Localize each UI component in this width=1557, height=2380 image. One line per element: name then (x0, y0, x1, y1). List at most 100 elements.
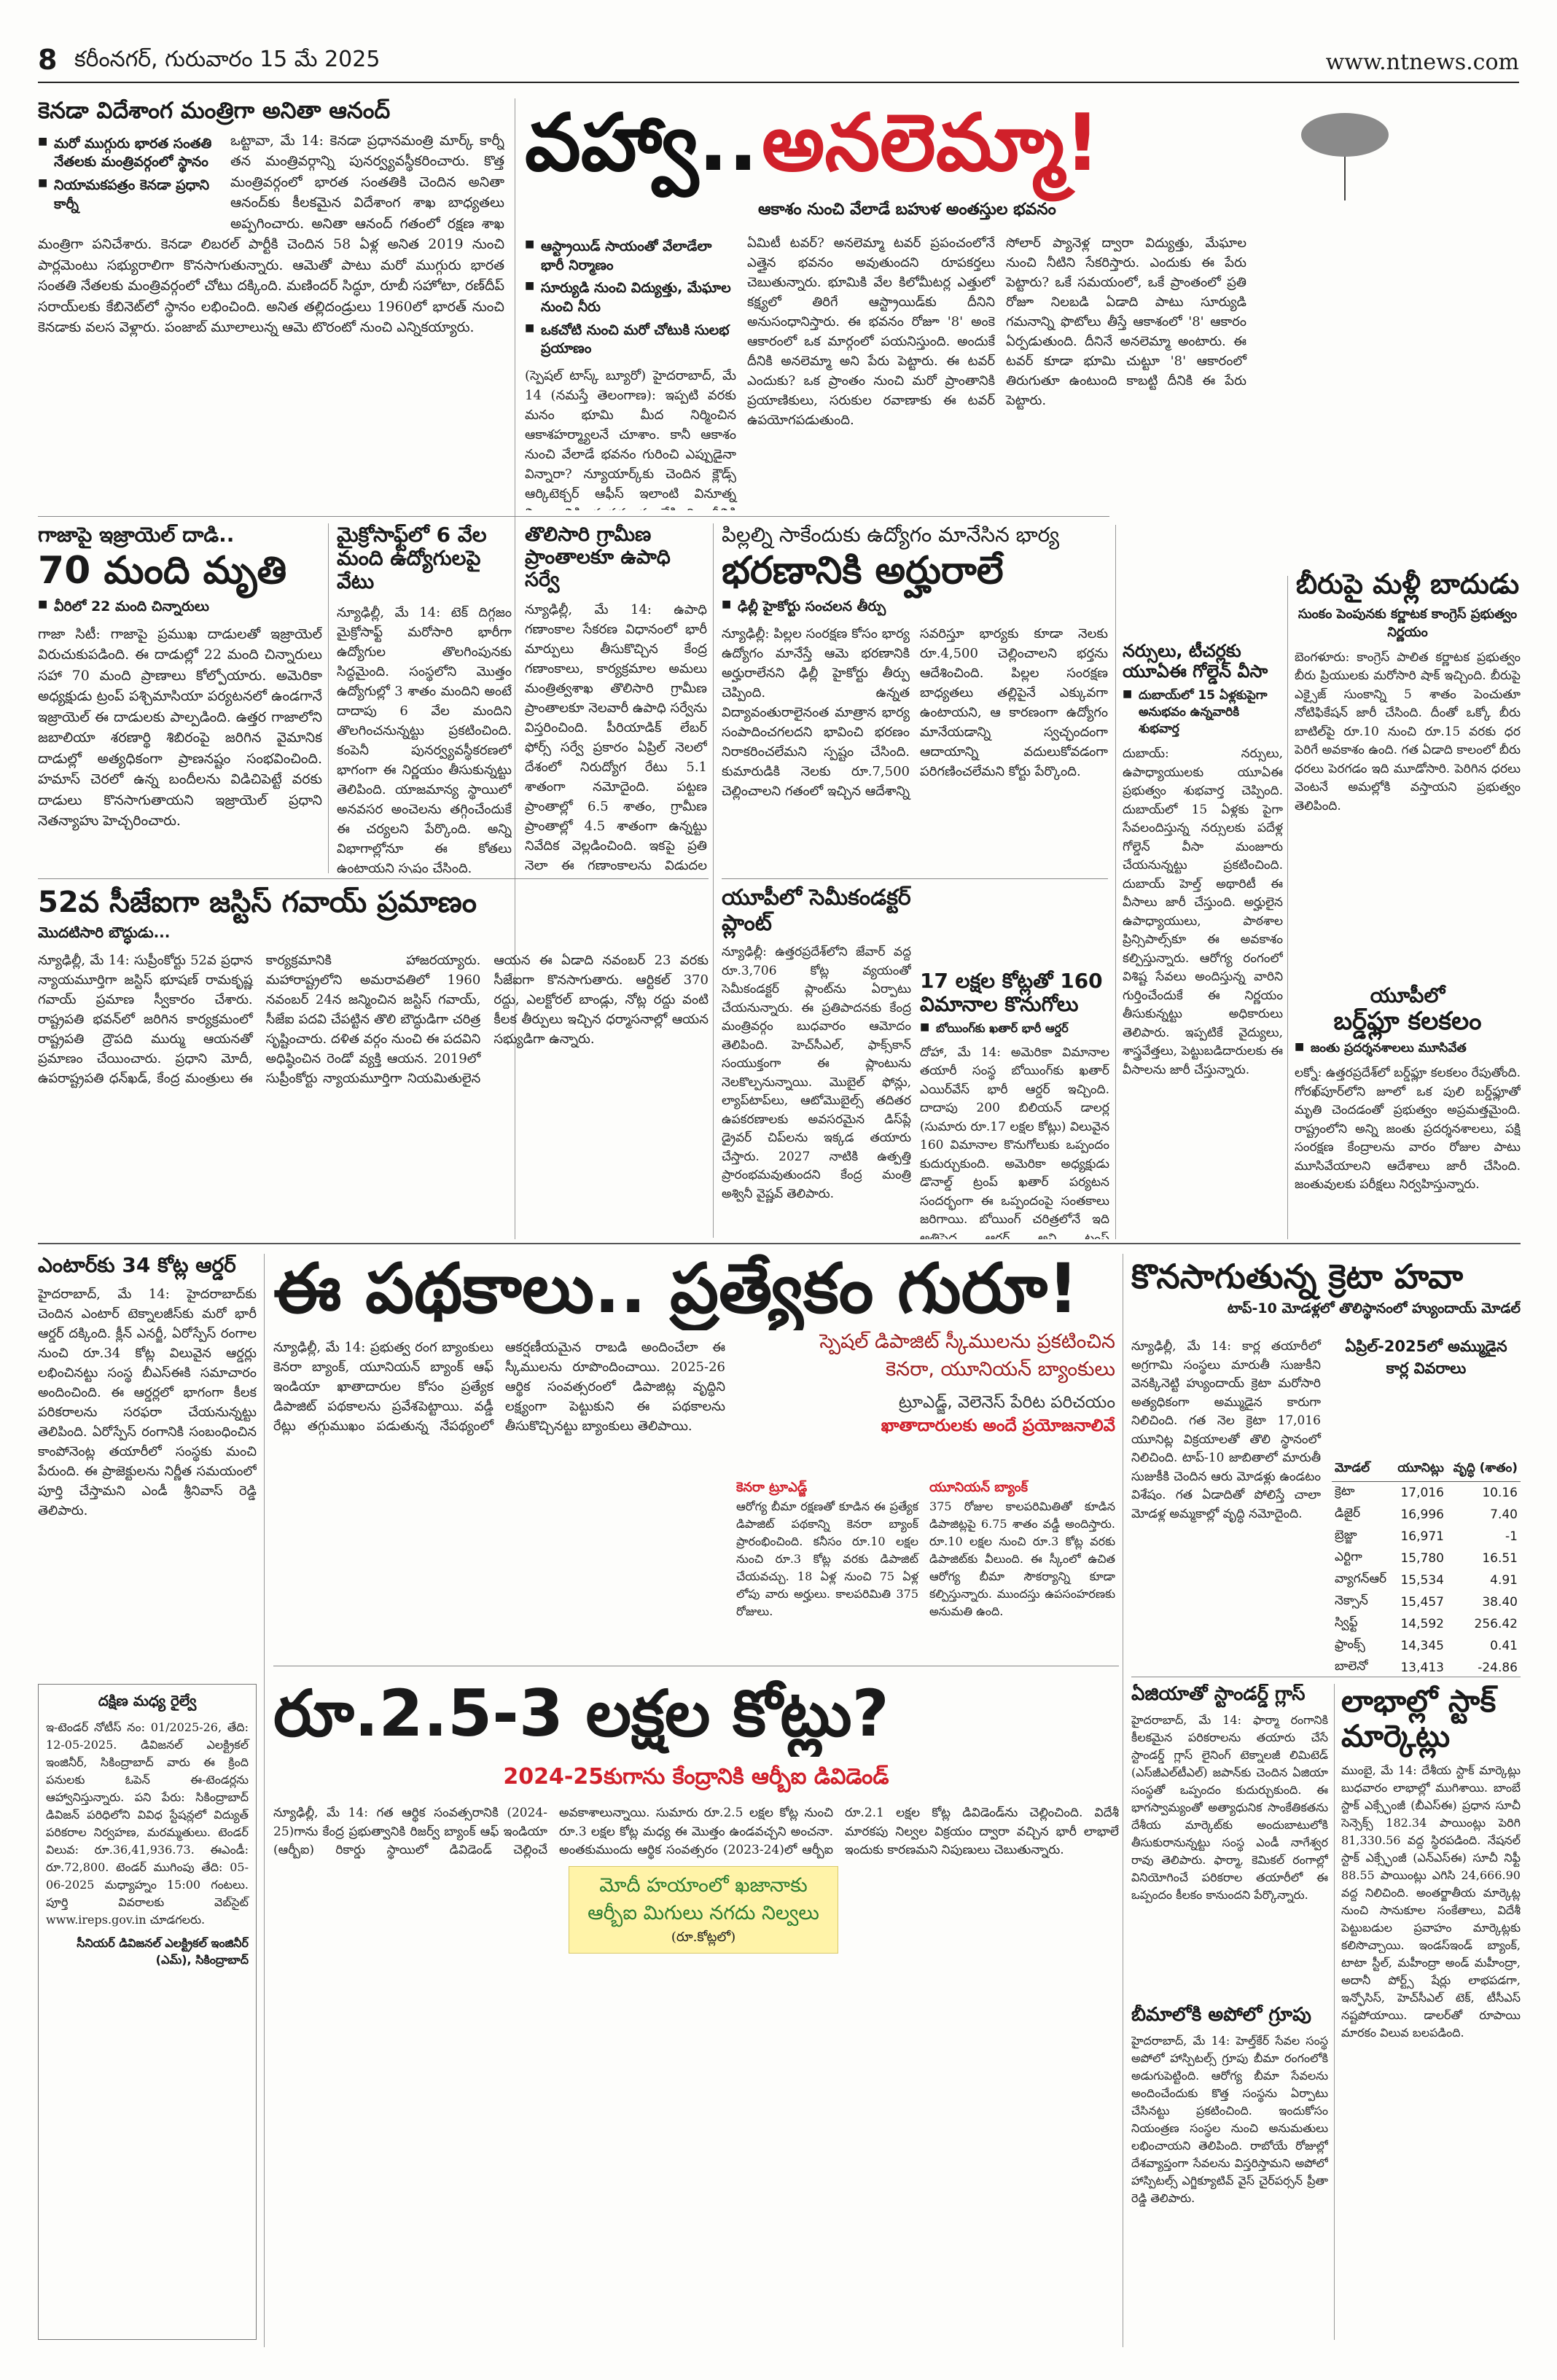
article-beer: బీరుపై మళ్లీ బాదుడు సుంకం పెంపునకు కర్ణా… (1295, 569, 1521, 977)
article-body: లక్నో: ఉత్తరప్రదేశ్‌లో బర్డ్‌ఫ్లూ కలకలం … (1295, 1066, 1521, 1193)
cell-growth: -1 (1505, 1529, 1518, 1544)
cell-growth: 256.42 (1474, 1617, 1518, 1631)
headline: 17 లక్షల కోట్లతో 160 విమానాల కొనుగోలు (920, 969, 1103, 1017)
anelemma-illustration (1104, 98, 1513, 200)
table-row: ఫ్రాంక్స్ 14,345 0.41 (1332, 1635, 1521, 1657)
col-header-model: మోడల్ (1332, 1458, 1392, 1482)
headline-big: 70 మంది మృతి (38, 549, 287, 593)
column-divider (1115, 525, 1116, 1239)
cell-growth: 16.51 (1482, 1551, 1518, 1566)
table-row: బ్రెజ్జా16,971-1 (1332, 1526, 1521, 1548)
page-header: 8 కరీంనగర్, గురువారం 15 మే 2025 www.ntne… (0, 0, 1557, 87)
article-body: ఒట్టావా, మే 14: కెనడా ప్రధానమంత్రి మార్క… (38, 132, 504, 336)
cell-units: 14,345 (1400, 1639, 1444, 1653)
cell-growth: 4.91 (1490, 1573, 1518, 1588)
article-boeing: 17 లక్షల కోట్లతో 160 విమానాల కొనుగోలు బో… (920, 969, 1109, 1239)
article-semicon: యూపీలో సెమీకండక్టర్ ప్లాంట్ న్యూఢిల్లీ: … (722, 886, 911, 1236)
bullet: ఆస్ట్రాయిడ్ సాయంతో వేలాడేలా భారీ నిర్మాణ… (525, 238, 736, 275)
cell-model: నెక్సాన్ (1335, 1593, 1368, 1608)
subhead-3: ఖాతాదారులకు అందే ప్రయోజనాలివే (881, 1416, 1115, 1435)
article-body: న్యూఢిల్లీ, మే 14: సుప్రీంకోర్టు 52వ ప్ర… (38, 953, 709, 1086)
cell-units: 15,534 (1400, 1573, 1444, 1588)
article-body-col2: ఏమిటీ టవర్? అనలెమ్మా టవర్ ప్రపంచంలోనే ఎత… (747, 235, 995, 428)
bullet: సూర్యుడి నుంచి విద్యుత్తు, మేఘాల నుంచి న… (525, 279, 736, 316)
column-divider (1334, 1684, 1335, 2340)
box-unit: (రూ.కోట్లలో) (671, 1930, 736, 1945)
headline: ఏజియాతో స్టాండర్డ్ గ్లాస్ (1131, 1684, 1306, 1705)
dividend-subhead-wrap: 2024-25కుగాను కేంద్రానికి ఆర్బీఐ డివిడెం… (273, 1764, 1119, 1796)
canara-kicker: కెనరా ట్రూఎడ్జ్ (736, 1480, 808, 1495)
union-kicker: యూనియన్ బ్యాంక్ (929, 1480, 1028, 1495)
cell-growth: 0.41 (1490, 1639, 1518, 1653)
article-body: హైదరాబాద్, మే 14: హైదరాబాద్‌కు చెందిన ఎం… (38, 1287, 257, 1519)
article-body: న్యూఢిల్లీ, మే 14: కార్ల తయారీలో అగ్రగామ… (1131, 1339, 1321, 1521)
asteroid-shape (1301, 113, 1389, 157)
bullet: జంతు ప్రదర్శనశాలలు మూసివేత (1295, 1040, 1521, 1057)
cell-model: ఫ్రాంక్స్ (1335, 1637, 1365, 1652)
headline: తొలిసారి గ్రామీణ ప్రాంతాలకూ ఉపాధి సర్వే (525, 523, 671, 592)
article-enter: ఎంటార్‌కు 34 కోట్ల ఆర్డర్ హైదరాబాద్, మే … (38, 1254, 257, 1677)
bullet: మరో ముగ్గురు భారత సంతతి నేతలకు మంత్రివర్… (38, 135, 220, 172)
article-birdflu: యూపీలో బర్డ్‌ఫ్లూ కలకలం జంతు ప్రదర్శనశాల… (1295, 984, 1521, 1239)
headline: ఈ పథకాలు.. ప్రత్యేకం గురూ! (273, 1250, 1079, 1329)
headline: కెనడా విదేశాంగ మంత్రిగా అనితా ఆనంద్ (38, 98, 391, 124)
schemes-details: కెనరా ట్రూఎడ్జ్ ఆరోగ్య బీమా రక్షణతో కూడి… (736, 1480, 1115, 1662)
subhead-2: ట్రూఎడ్జ్, వెలెనెస్ పేరిట పరిచయం (898, 1393, 1115, 1412)
section-divider (38, 516, 1109, 517)
table-title: ఏప్రిల్-2025లో అమ్ముడైన కార్ల వివరాలు (1345, 1338, 1507, 1377)
kicker: యూపీలో (1370, 984, 1445, 1007)
article-body: దుబాయ్: నర్సులు, ఉపాధ్యాయులకు యూఏఈ ప్రభు… (1123, 746, 1283, 1077)
cell-units: 16,971 (1400, 1529, 1444, 1544)
tender-body: ఇ-టెండర్ నోటీస్ నం: 01/2025-26, తేది: 12… (46, 1720, 249, 1927)
article-body: న్యూఢిల్లీ: పిల్లల సంరక్షణ కోసం భార్య ఉద… (722, 625, 1108, 799)
subhead-line1: స్పెషల్ డిపాజిట్ స్కీములను ప్రకటించిన (819, 1330, 1115, 1353)
article-gavai: 52వ సీజేఐగా జస్టిస్ గవాయ్ ప్రమాణం మొదటిస… (38, 886, 709, 1236)
article-employment-survey: తొలిసారి గ్రామీణ ప్రాంతాలకూ ఉపాధి సర్వే … (525, 523, 707, 873)
car-sales-table: మోడల్ యూనిట్లు వృద్ధి (శాతం) క్రెటా17,01… (1332, 1458, 1521, 1677)
article-markets: లాభాల్లో స్టాక్ మార్కెట్లు ముంబై, మే 14:… (1341, 1684, 1521, 2340)
article-anita-anand: కెనడా విదేశాంగ మంత్రిగా అనితా ఆనంద్ మరో … (38, 98, 504, 514)
headline: యూపీలో సెమీకండక్టర్ ప్లాంట్ (722, 886, 911, 936)
table-row: బాలెనో13,413-24.86 (1332, 1657, 1521, 1677)
cell-model: స్విఫ్ట్ (1335, 1615, 1358, 1630)
article-uae-visa: నర్సులు, టీచర్లకు యూఏఈ గోల్డెన్ వీసా దుబ… (1123, 641, 1283, 1239)
page-number: 8 (38, 44, 58, 76)
dividend-headline: రూ.2.5-3 లక్షల కోట్లు? (273, 1677, 1119, 1757)
cell-growth: 10.16 (1482, 1486, 1518, 1500)
headline: బర్డ్‌ఫ్లూ కలకలం (1333, 1007, 1482, 1037)
sales-table: మోడల్ యూనిట్లు వృద్ధి (శాతం) క్రెటా17,01… (1332, 1458, 1521, 1677)
headline: బీమాలోకి అపోలో గ్రూపు (1131, 2005, 1311, 2026)
article-body: న్యూఢిల్లీ: ఉత్తరప్రదేశ్‌లోని జేవార్ వద్… (722, 945, 911, 1201)
cell-units: 15,457 (1400, 1595, 1444, 1610)
article-body: దోహా, మే 14: అమెరికా విమానాల తయారీ సంస్థ… (920, 1045, 1109, 1239)
article-alimony: పిల్లల్ని సాకేందుకు ఉద్యోగం మానేసిన భార్… (722, 523, 1108, 873)
article-gaza: గాజాపై ఇజ్రాయెల్ దాడి.. 70 మంది మృతి వీర… (38, 523, 322, 873)
main-story-subhead: ఆకాశం నుంచి వేలాడే బహుళ అంతస్తుల భవనం (758, 200, 1056, 219)
article-body: గాజా సిటీ: గాజాపై ప్రముఖ దాడులతో ఇజ్రాయె… (38, 625, 322, 830)
cell-model: బాలెనో (1335, 1659, 1368, 1674)
article-body: న్యూఢిల్లీ, మే 14: ప్రభుత్వ రంగ బ్యాంకుల… (273, 1340, 725, 1434)
article-body: న్యూఢిల్లీ, మే 14: టెక్ దిగ్గజం మైక్రోసా… (337, 604, 512, 873)
col-header-units: యూనిట్లు (1392, 1458, 1447, 1482)
article-apollo: బీమాలోకి అపోలో గ్రూపు హైదరాబాద్, మే 14: … (1131, 2005, 1328, 2344)
article-microsoft: మైక్రోసాఫ్ట్‌లో 6 వేల మంది ఉద్యోగులపై వే… (337, 523, 512, 873)
headline: ఎంటార్‌కు 34 కోట్ల ఆర్డర్ (38, 1254, 236, 1277)
article-analemma: ఆస్ట్రాయిడ్ సాయంతో వేలాడేలా భారీ నిర్మాణ… (525, 233, 1545, 510)
section-divider (722, 878, 1108, 879)
main-story-title: వహ్వా.. అనలెమ్మా! (525, 98, 1108, 208)
headline: 52వ సీజేఐగా జస్టిస్ గవాయ్ ప్రమాణం (38, 886, 477, 919)
website-url[interactable]: www.ntnews.com (1325, 50, 1519, 75)
dividend-body: న్యూఢిల్లీ, మే 14: గత ఆర్థిక సంవత్సరానిక… (273, 1804, 1119, 2344)
subhead: 2024-25కుగాను కేంద్రానికి ఆర్బీఐ డివిడెం… (503, 1764, 889, 1790)
schemes-headline: ఈ పథకాలు.. ప్రత్యేకం గురూ! (273, 1250, 1119, 1330)
cell-units: 17,016 (1400, 1486, 1444, 1500)
article-body-col3: సోలార్ ప్యానెళ్ల ద్వారా విద్యుత్తు, మేఘా… (1006, 235, 1246, 408)
tender-notice: దక్షిణ మధ్య రైల్వే ఇ-టెండర్ నోటీస్ నం: 0… (38, 1684, 257, 2340)
headline: భరణానికి అర్హురాలే (722, 549, 1004, 593)
bullet: నియామకపత్రం కెనడా ప్రధాని కార్నీ (38, 176, 220, 214)
article-body: న్యూఢిల్లీ, మే 14: ఉపాధి గణాంకాల సేకరణ వ… (525, 602, 707, 873)
